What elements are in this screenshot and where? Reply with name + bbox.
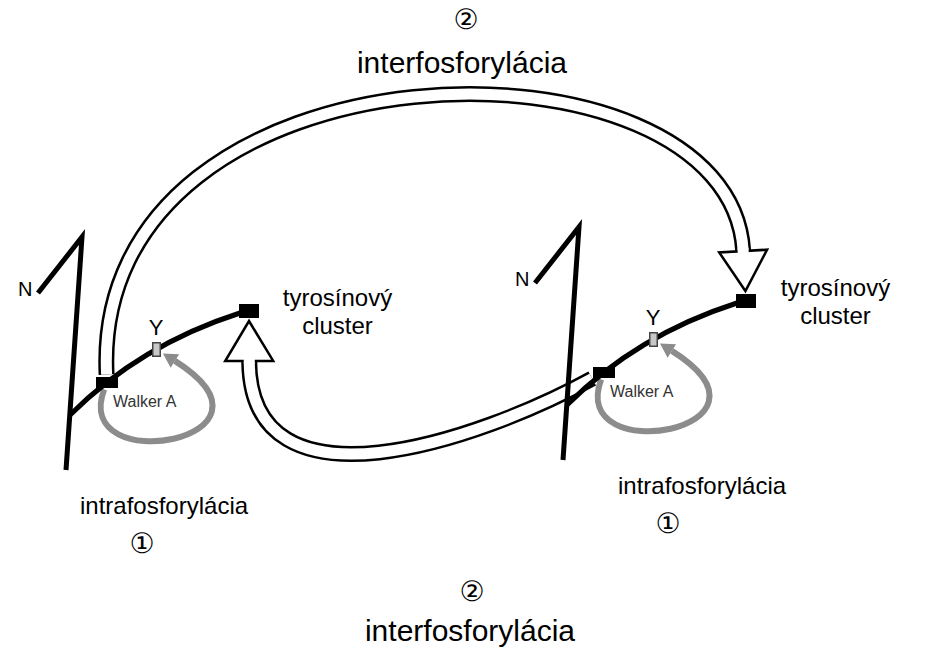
motif-label: Walker A [113, 393, 176, 411]
residue-label: Y [149, 315, 164, 340]
tyrosine-site: Y [152, 342, 161, 357]
tyrosine-site: Y [649, 332, 658, 347]
edge-label: intrafosforylácia [80, 492, 248, 520]
callout-number: ① [129, 528, 154, 560]
arrow-outline [249, 361, 592, 454]
phosphorylation-arrow [225, 321, 592, 454]
callout-number: ② [453, 4, 478, 36]
arrow-head [660, 343, 676, 357]
edge-label: intrafosforylácia [618, 472, 786, 500]
walker-a-box: Walker A [593, 367, 615, 378]
walker-a-box: Walker A [96, 377, 118, 388]
tyrosine-cluster-box: tyrosínový cluster [736, 294, 756, 308]
arrow-fill [106, 94, 743, 374]
cluster-label: tyrosínový cluster [270, 284, 405, 339]
edge-label: interfosforylácia [365, 614, 575, 649]
autophosphorylation-arrow [598, 343, 710, 431]
arrow-outline [106, 94, 743, 374]
arrow-joint [244, 356, 255, 364]
protein-chain-left-tail [70, 313, 240, 415]
autophosphorylation-arrow [101, 353, 213, 441]
arrow-fill [249, 361, 592, 454]
arrow-head [163, 353, 179, 367]
residue-label: Y [646, 305, 661, 330]
callout-number: ① [655, 508, 680, 540]
callout-number: ② [459, 576, 484, 608]
protein-chain-left-terminal [38, 237, 82, 470]
cluster-label: tyrosínový cluster [768, 274, 903, 329]
protein-chains [38, 227, 737, 470]
arrow-joint [738, 248, 749, 256]
protein-chain-right-tail [567, 303, 737, 405]
arrow-head [225, 321, 273, 361]
terminus-label: N [18, 278, 32, 301]
terminus-label: N [515, 268, 529, 291]
edge-label: interfosforylácia [357, 46, 567, 81]
motif-label: Walker A [610, 383, 673, 401]
tyrosine-cluster-box: tyrosínový cluster [239, 304, 259, 318]
protein-chain-right-terminal [535, 227, 579, 460]
